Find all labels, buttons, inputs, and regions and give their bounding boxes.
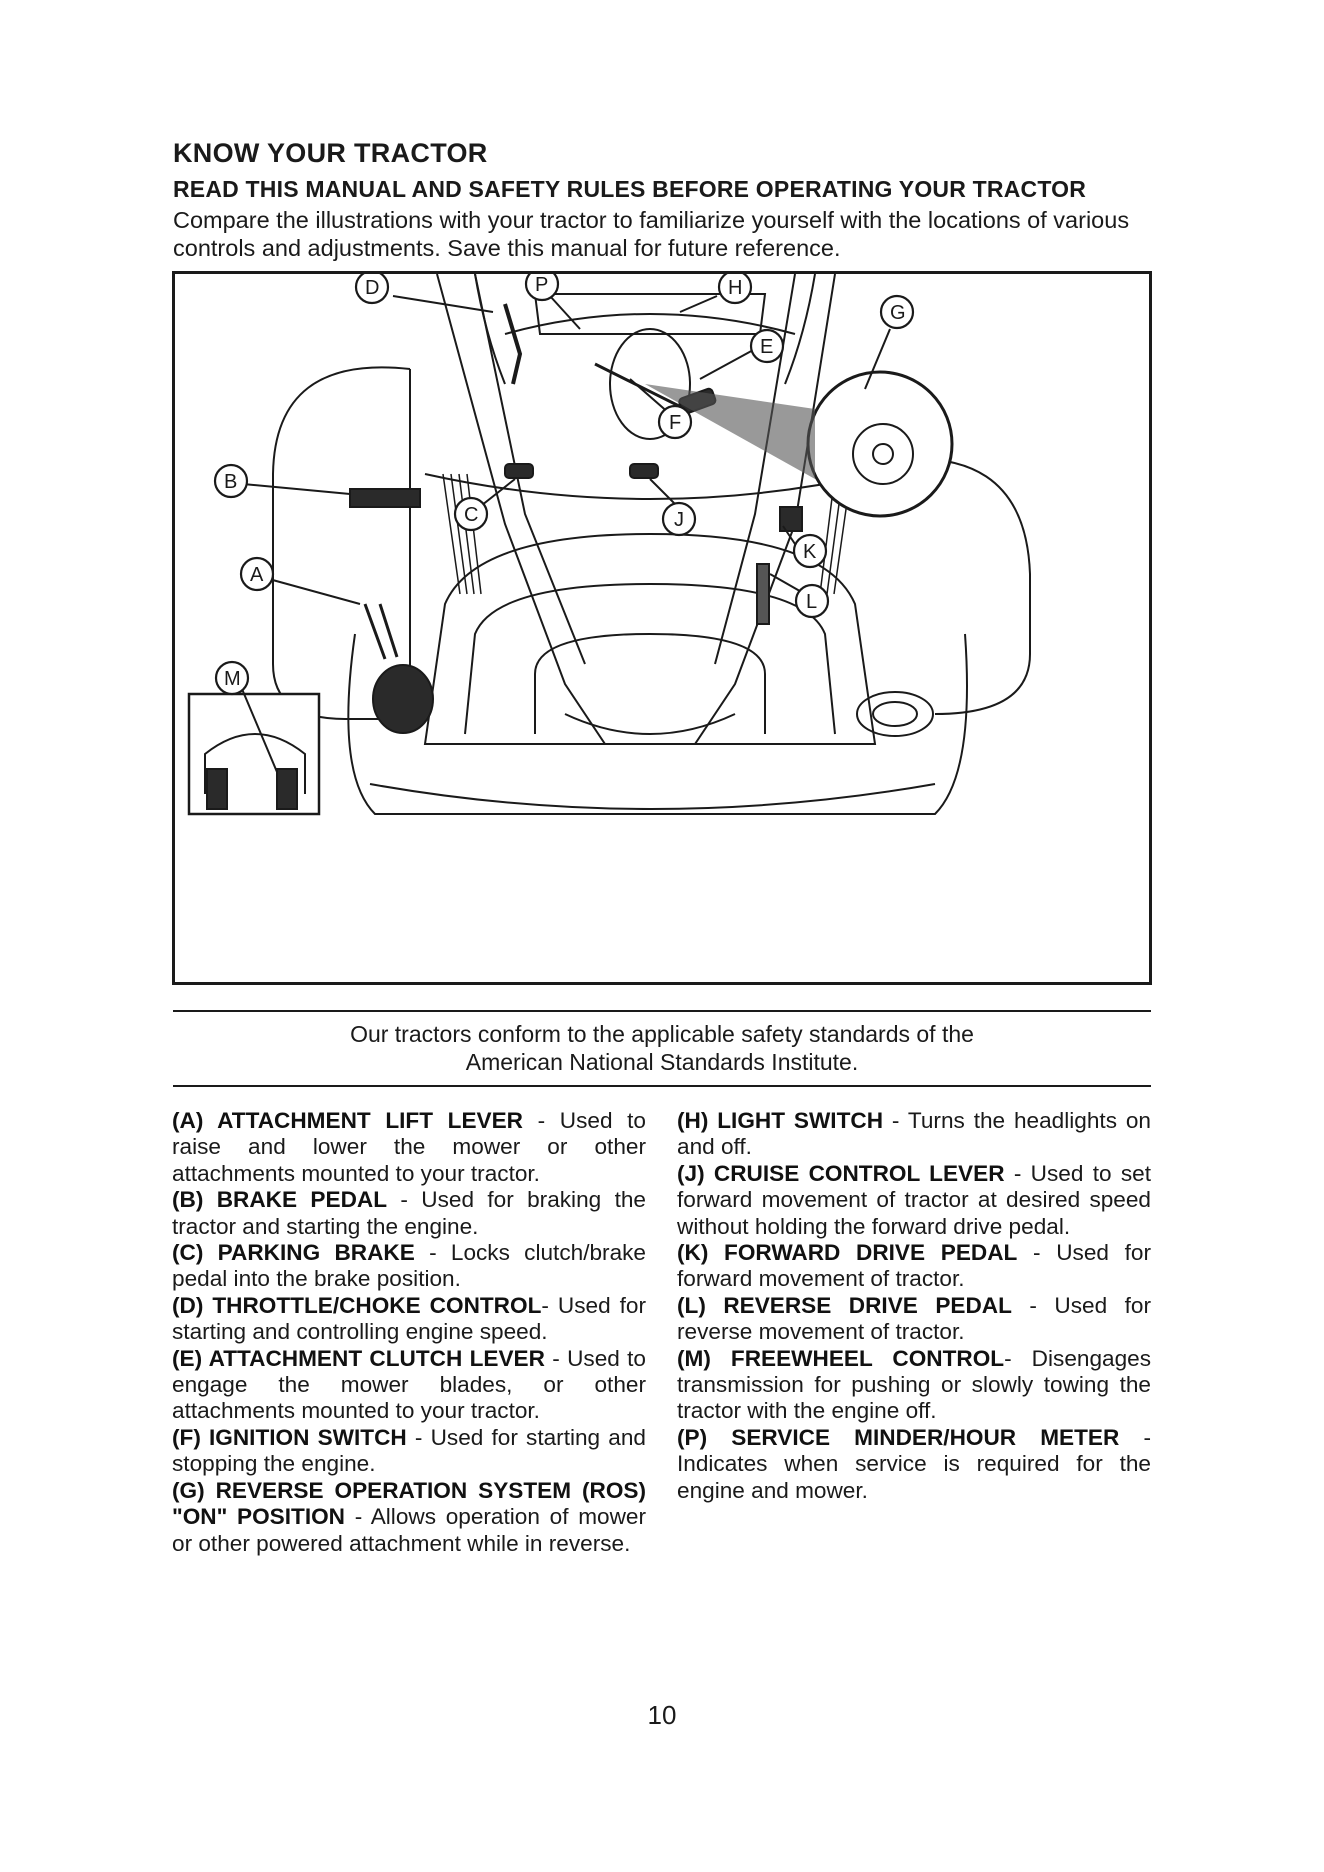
svg-text:J: J bbox=[674, 509, 684, 531]
svg-text:A: A bbox=[250, 564, 264, 586]
svg-text:D: D bbox=[365, 277, 379, 299]
description-h: (H) LIGHT SWITCH - Turns the headlights … bbox=[677, 1108, 1152, 1160]
seat-outline bbox=[423, 532, 877, 745]
intro-paragraph: Compare the illustrations with your trac… bbox=[173, 207, 1130, 261]
description-g: (G) REVERSE OPERATION SYSTEM (ROS) "ON" … bbox=[172, 1477, 646, 1556]
svg-text:P: P bbox=[535, 274, 548, 296]
callout-c: C bbox=[453, 496, 489, 532]
description-d: (D) THROTTLE/CHOKE CONTROL- Used for sta… bbox=[172, 1292, 646, 1345]
descriptions-left-column: (A) ATTACHMENT LIFT LEVER - Used to rais… bbox=[172, 1108, 646, 1557]
description-b: (B) BRAKE PEDAL - Used for braking the t… bbox=[172, 1187, 646, 1239]
svg-text:C: C bbox=[464, 504, 478, 526]
callout-k: K bbox=[792, 533, 828, 569]
svg-text:H: H bbox=[728, 277, 742, 299]
callout-l: L bbox=[794, 583, 830, 619]
description-l: (L) REVERSE DRIVE PEDAL - Used for rever… bbox=[677, 1292, 1151, 1345]
callout-j: J bbox=[661, 501, 697, 537]
svg-text:G: G bbox=[890, 302, 906, 324]
left-wheel bbox=[272, 366, 411, 720]
svg-text:B: B bbox=[224, 471, 237, 493]
callout-m: M bbox=[214, 660, 250, 696]
tractor-drawing: D P H E G F B C J K A L M bbox=[187, 274, 1031, 816]
divider-top bbox=[173, 1010, 1151, 1012]
tractor-controls-illustration: D P H E G F B C J K A L M bbox=[172, 271, 1152, 985]
svg-text:F: F bbox=[669, 412, 681, 434]
description-c: (C) PARKING BRAKE - Locks clutch/brake p… bbox=[172, 1240, 646, 1292]
callout-p: P bbox=[524, 274, 560, 302]
description-e: (E) ATTACHMENT CLUTCH LEVER - Used to en… bbox=[172, 1345, 646, 1424]
descriptions-right-column: (H) LIGHT SWITCH - Turns the headlights … bbox=[677, 1108, 1151, 1504]
description-m: (M) FREEWHEEL CONTROL- Disengages transm… bbox=[677, 1345, 1152, 1424]
callout-e: E bbox=[749, 328, 785, 364]
callout-g: G bbox=[879, 294, 915, 330]
divider-bottom bbox=[173, 1085, 1151, 1087]
page-title: KNOW YOUR TRACTOR bbox=[173, 138, 488, 168]
description-k: (K) FORWARD DRIVE PEDAL - Used for forwa… bbox=[677, 1240, 1151, 1292]
callout-a: A bbox=[239, 556, 275, 592]
page-subtitle: READ THIS MANUAL AND SAFETY RULES BEFORE… bbox=[173, 176, 1087, 202]
conformity-line-2: American National Standards Institute. bbox=[465, 1049, 859, 1075]
description-p: (P) SERVICE MINDER/HOUR METER - Indicate… bbox=[677, 1424, 1151, 1503]
callout-d: D bbox=[354, 274, 390, 305]
callout-h: H bbox=[717, 274, 753, 305]
description-j: (J) CRUISE CONTROL LEVER - Used to set f… bbox=[677, 1160, 1151, 1239]
svg-text:E: E bbox=[760, 336, 773, 358]
conformity-notice: Our tractors conform to the applicable s… bbox=[173, 1020, 1151, 1076]
callout-f: F bbox=[657, 404, 693, 440]
svg-text:M: M bbox=[224, 668, 241, 690]
svg-text:L: L bbox=[806, 591, 817, 613]
svg-text:K: K bbox=[803, 541, 817, 563]
callout-b: B bbox=[213, 463, 249, 499]
description-f: (F) IGNITION SWITCH - Used for starting … bbox=[172, 1424, 646, 1477]
page-number: 10 bbox=[647, 1700, 677, 1730]
description-a: (A) ATTACHMENT LIFT LEVER - Used to rais… bbox=[172, 1108, 646, 1186]
conformity-line-1: Our tractors conform to the applicable s… bbox=[350, 1021, 974, 1047]
